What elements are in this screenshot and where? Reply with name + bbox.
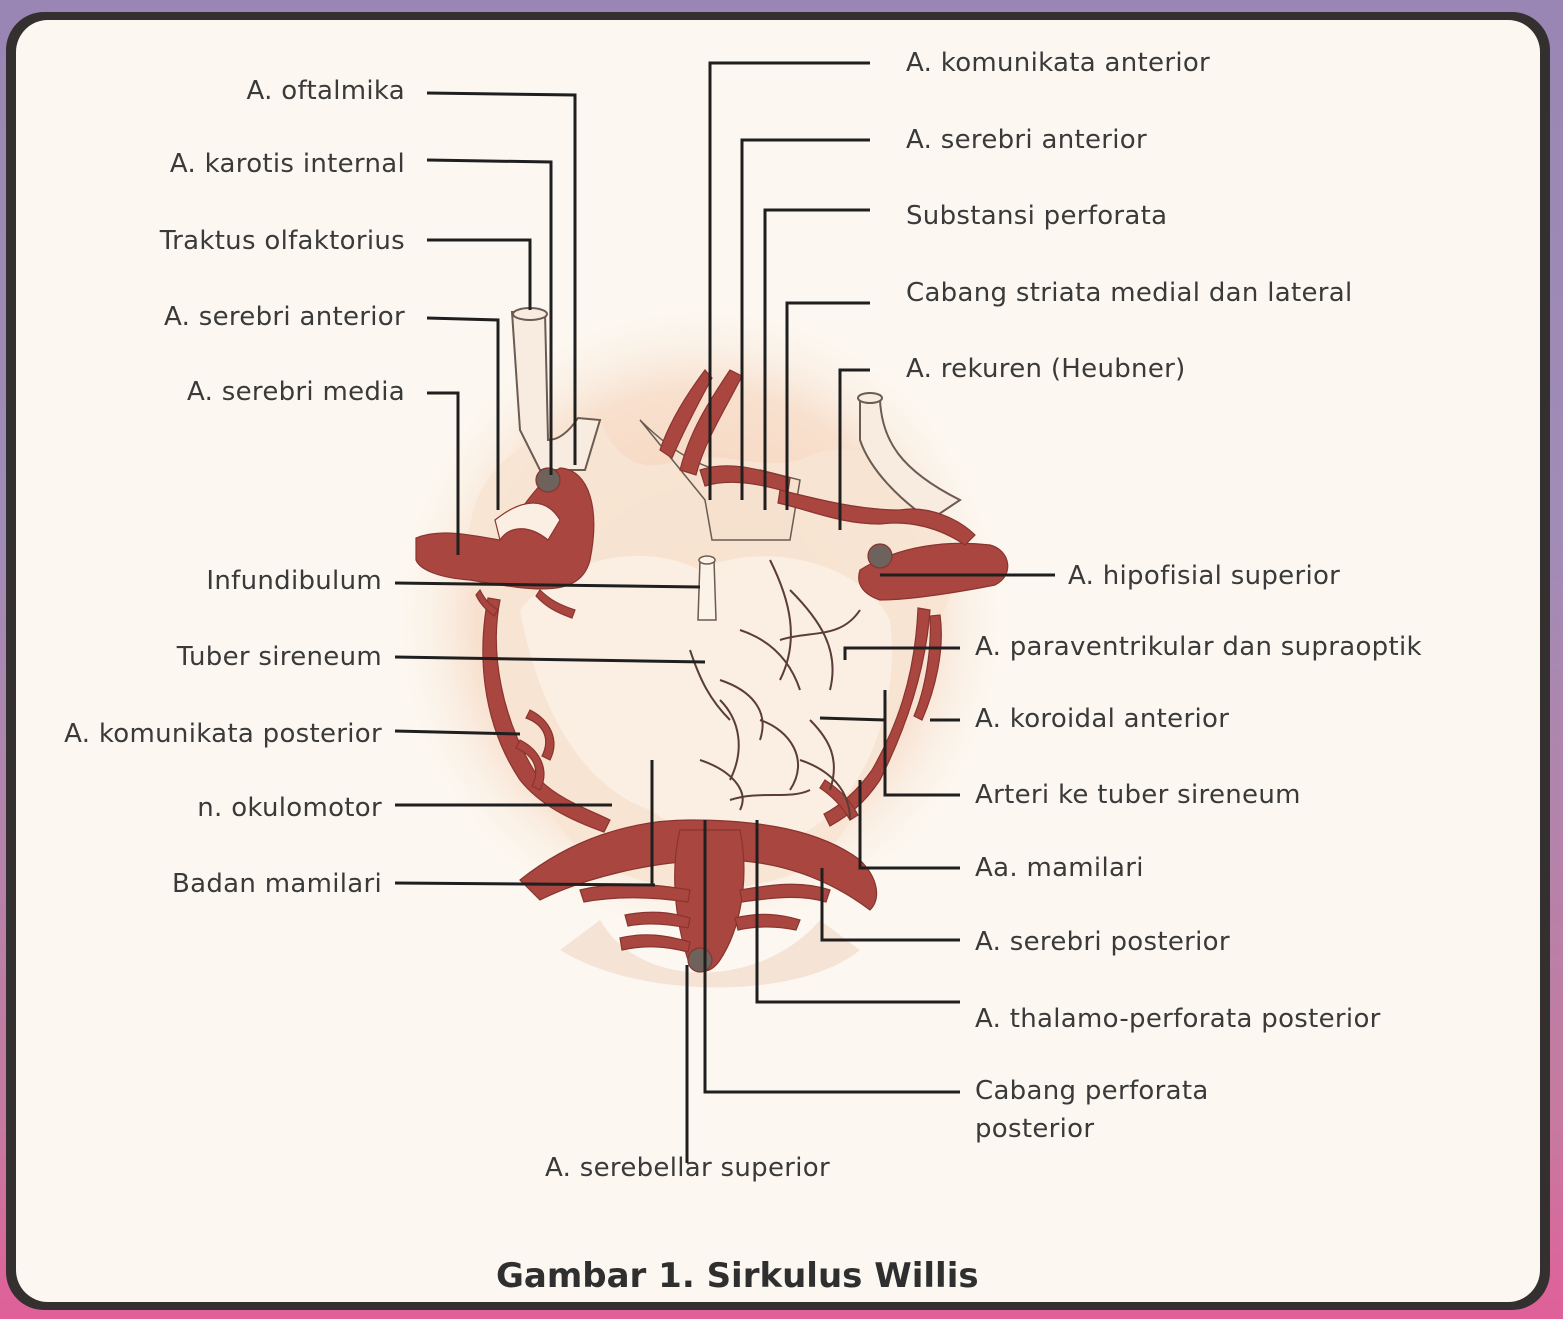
label-n-okulomotor: n. okulomotor [197, 795, 382, 821]
label-infundibulum: Infundibulum [206, 568, 382, 594]
label-a-komunikata-anterior: A. komunikata anterior [906, 50, 1210, 76]
label-a-rekuren-heubner: A. rekuren (Heubner) [906, 356, 1186, 382]
label-a-serebellar-superior: A. serebellar superior [545, 1155, 830, 1181]
label-badan-mamilari: Badan mamilari [172, 871, 382, 897]
label-tuber-sireneum: Tuber sireneum [177, 644, 382, 670]
label-a-karotis-internal: A. karotis internal [170, 151, 405, 177]
label-a-thalamo-perforata-posterior: A. thalamo-perforata posterior [975, 1006, 1381, 1032]
label-cabang-striata: Cabang striata medial dan lateral [906, 280, 1353, 306]
label-traktus-olfaktorius: Traktus olfaktorius [160, 228, 405, 254]
label-a-oftalmika: A. oftalmika [247, 78, 406, 104]
label-substansi-perforata: Substansi perforata [906, 203, 1167, 229]
label-a-komunikata-posterior: A. komunikata posterior [64, 721, 382, 747]
label-a-serebri-anterior-right: A. serebri anterior [906, 127, 1147, 153]
label-aa-mamilari: Aa. mamilari [975, 855, 1144, 881]
label-a-paraventrikular: A. paraventrikular dan supraoptik [975, 634, 1422, 660]
label-a-serebri-anterior-left: A. serebri anterior [164, 304, 405, 330]
label-a-serebri-posterior: A. serebri posterior [975, 929, 1230, 955]
label-a-koroidal-anterior: A. koroidal anterior [975, 706, 1229, 732]
label-a-serebri-media: A. serebri media [187, 379, 405, 405]
label-cabang-perforata-line2: posterior [975, 1116, 1094, 1142]
label-a-hipofisial-superior: A. hipofisial superior [1068, 563, 1340, 589]
label-arteri-ke-tuber-sireneum: Arteri ke tuber sireneum [975, 782, 1301, 808]
figure-caption: Gambar 1. Sirkulus Willis [496, 1256, 979, 1296]
label-cabang-perforata-line1: Cabang perforata [975, 1078, 1209, 1104]
